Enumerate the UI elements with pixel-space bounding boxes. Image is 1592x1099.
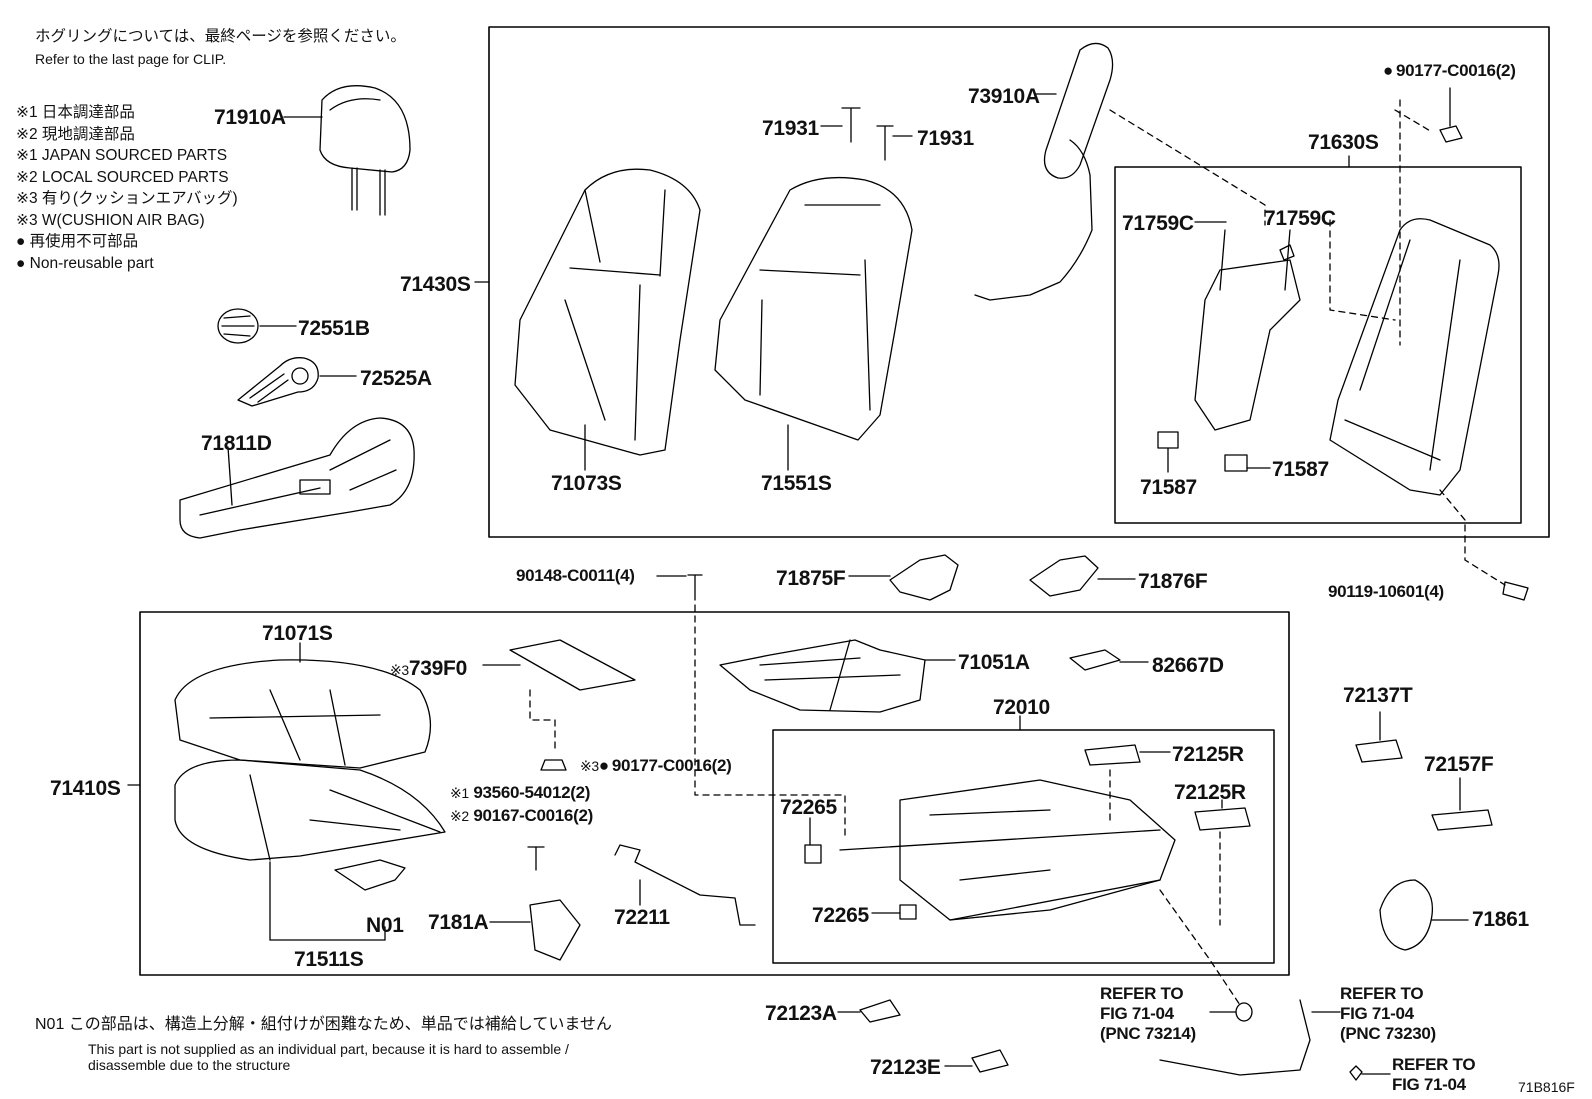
part-label: 71759C — [1264, 207, 1336, 230]
n01-note-en-line2: disassemble due to the structure — [88, 1057, 291, 1073]
part-label: 90119-10601(4) — [1328, 582, 1444, 601]
part-label: 7181A — [428, 911, 489, 934]
part-label: 71073S — [551, 472, 622, 495]
legend: ※1 日本調達部品 ※2 現地調達部品 ※1 JAPAN SOURCED PAR… — [16, 105, 238, 271]
legend-item: ※3 W(CUSHION AIR BAG) — [16, 211, 205, 229]
part-label: 71630S — [1308, 131, 1379, 154]
covers-72123A-72123E — [837, 999, 1009, 1073]
part-label: 71587 — [1140, 476, 1197, 499]
screw-93560-drawing — [489, 846, 581, 961]
headrest-drawing — [283, 85, 411, 216]
legend-item: ● Non-reusable part — [16, 254, 154, 272]
part-label: 72157F — [1424, 753, 1494, 776]
part-label: 90177-C0016(2) — [1383, 61, 1516, 80]
part-label: N01 — [366, 914, 404, 937]
reference-leaders — [1159, 889, 1391, 1081]
n01-note-en-line1: This part is not supplied as an individu… — [88, 1041, 569, 1057]
side-airbag-drawing — [974, 42, 1266, 301]
part-label: 71511S — [294, 948, 364, 971]
part-label: 72137T — [1343, 684, 1413, 707]
part-label: 71587 — [1272, 458, 1329, 481]
part-label: 71931 — [762, 117, 819, 140]
part-label: ※390177-C0016(2) — [580, 756, 732, 775]
part-label: 72125R — [1174, 781, 1246, 804]
side-shield-drawing — [179, 417, 415, 539]
legend-item: ※1 日本調達部品 — [16, 104, 135, 121]
legend-item: ※1 JAPAN SOURCED PARTS — [16, 147, 228, 164]
rod-72211-drawing — [614, 844, 756, 926]
part-label: 72125R — [1172, 743, 1244, 766]
refer-to-fig-73230: REFER TO FIG 71-04 (PNC 73230) — [1340, 984, 1436, 1043]
seat-spring-drawing — [719, 639, 956, 713]
part-label: 71410S — [50, 777, 121, 800]
refer-to-fig-73214: REFER TO FIG 71-04 (PNC 73214) — [1100, 984, 1196, 1043]
part-label: 71931 — [917, 127, 974, 150]
brackets-71875F-71876F — [848, 554, 1136, 601]
part-label: 71876F — [1138, 570, 1208, 593]
part-label: 72010 — [993, 696, 1050, 719]
seatback-pad-drawing — [714, 176, 913, 471]
n01-note-jp: N01 この部品は、構造上分解・組付けが困難なため、単品では補給していません — [35, 1016, 612, 1033]
refer-to-fig-71-04: REFER TO FIG 71-04 — [1392, 1055, 1476, 1094]
seatback-cover-drawing — [514, 168, 701, 471]
part-label: 71051A — [958, 651, 1030, 674]
part-label: 82667D — [1152, 654, 1224, 677]
legend-item: ● 再使用不可部品 — [16, 233, 139, 250]
cushion-airbag-drawing — [482, 639, 636, 771]
part-label: 72211 — [614, 906, 670, 929]
part-label: 71875F — [776, 567, 846, 590]
non-reusable-icon — [599, 756, 612, 775]
legend-item: ※2 現地調達部品 — [16, 125, 135, 143]
part-label: 72123A — [765, 1002, 837, 1025]
part-82667D-drawing — [1069, 649, 1149, 671]
part-label: 71910A — [214, 106, 286, 129]
cover-71861-drawing — [1379, 879, 1469, 951]
clip-note-en: Refer to the last page for CLIP. — [35, 51, 227, 67]
part-label: 72265 — [812, 904, 869, 927]
part-label: 71071S — [262, 622, 333, 645]
knob-drawing — [217, 308, 297, 344]
part-label: 72525A — [360, 367, 432, 390]
seat-cushion-pad-drawing — [174, 759, 446, 941]
part-label: 71430S — [400, 273, 471, 296]
part-label: ※2 90167-C0016(2) — [450, 806, 593, 825]
screw-drawings — [820, 107, 913, 161]
part-label: 71811D — [201, 432, 272, 455]
nut-top-drawing — [1394, 87, 1463, 346]
part-label: 72123E — [870, 1056, 941, 1079]
non-reusable-icon — [1383, 61, 1396, 80]
legend-item: ※3 有り(クッションエアバッグ) — [16, 190, 238, 207]
seat-cushion-cover-drawing — [174, 642, 432, 769]
part-label: 71759C — [1122, 212, 1194, 235]
part-label: 72551B — [298, 317, 370, 340]
part-label: 71861 — [1472, 908, 1529, 931]
bolt-90119-drawing — [1439, 489, 1529, 601]
lumbar-drawing — [1157, 221, 1301, 473]
part-label: 71551S — [761, 472, 832, 495]
figure-id: 71B816F — [1518, 1079, 1575, 1095]
part-label: ※3739F0 — [390, 657, 467, 680]
part-label: 90148-C0011(4) — [516, 566, 635, 585]
bolt-90148-drawing — [656, 574, 846, 841]
seat-adjuster-drawing — [804, 744, 1251, 926]
covers-72137T-72157F — [1355, 711, 1493, 831]
part-label: 72265 — [780, 796, 837, 819]
part-label: ※1 93560-54012(2) — [450, 783, 591, 802]
legend-item: ※2 LOCAL SOURCED PARTS — [16, 168, 229, 186]
part-label: 73910A — [968, 85, 1040, 108]
lever-drawing — [237, 357, 357, 407]
clip-note-jp: ホグリングについては、最終ページを参照ください。 — [35, 28, 406, 45]
seatback-frame-drawing — [1329, 218, 1500, 496]
